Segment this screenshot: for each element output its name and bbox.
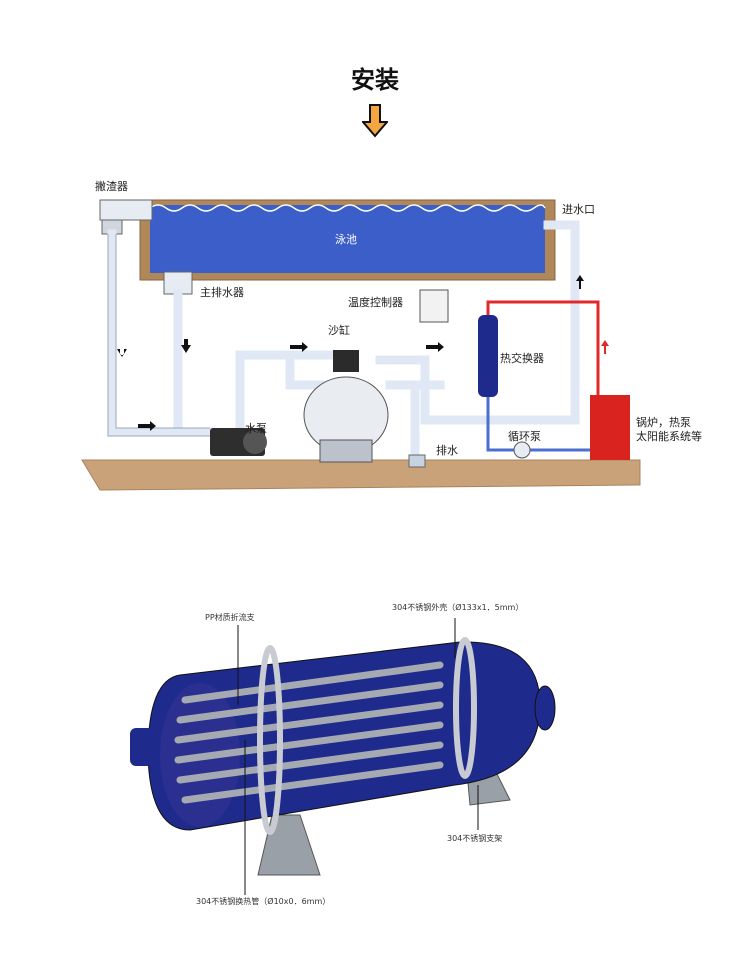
- sand-filter-label: 沙缸: [328, 323, 350, 337]
- shell-label: 304不锈钢外壳（Ø133x1．5mm）: [392, 602, 523, 612]
- installation-diagram: 泳池 撇渣器 主排水器 沙缸: [81, 179, 702, 491]
- drain-label: 排水: [436, 443, 458, 457]
- boiler: [590, 395, 630, 460]
- page-title: 安装: [351, 66, 399, 94]
- boiler-label-1: 锅炉，热泵: [636, 416, 691, 429]
- main-drain-label: 主排水器: [200, 285, 244, 299]
- temp-controller: [419, 289, 449, 323]
- inlet-label: 进水口: [562, 203, 595, 216]
- arrow-down-icon: [362, 104, 388, 138]
- circulation-pump: [513, 441, 531, 459]
- bracket-label: 304不锈钢支架: [447, 833, 502, 843]
- heat-exchanger: [478, 315, 498, 397]
- temp-controller-label: 温度控制器: [348, 295, 403, 309]
- pump-label: 水泵: [245, 422, 267, 435]
- pool-label: 泳池: [335, 232, 357, 246]
- heat-exchanger-label: 热交换器: [500, 351, 544, 365]
- product-diagram: PP材质折流支 304不锈钢外壳（Ø133x1．5mm） 304不锈钢换热管（Ø…: [130, 602, 556, 906]
- skimmer: [99, 199, 153, 221]
- pool-water: [150, 205, 545, 273]
- skimmer-label: 撇渣器: [95, 179, 128, 193]
- boiler-label-2: 太阳能系统等: [636, 429, 702, 443]
- circulation-pump-label: 循环泵: [508, 430, 541, 443]
- tubes-label: 304不锈钢换热管（Ø10x0．6mm）: [196, 896, 330, 906]
- ground: [81, 459, 641, 491]
- baffle-label: PP材质折流支: [205, 612, 255, 622]
